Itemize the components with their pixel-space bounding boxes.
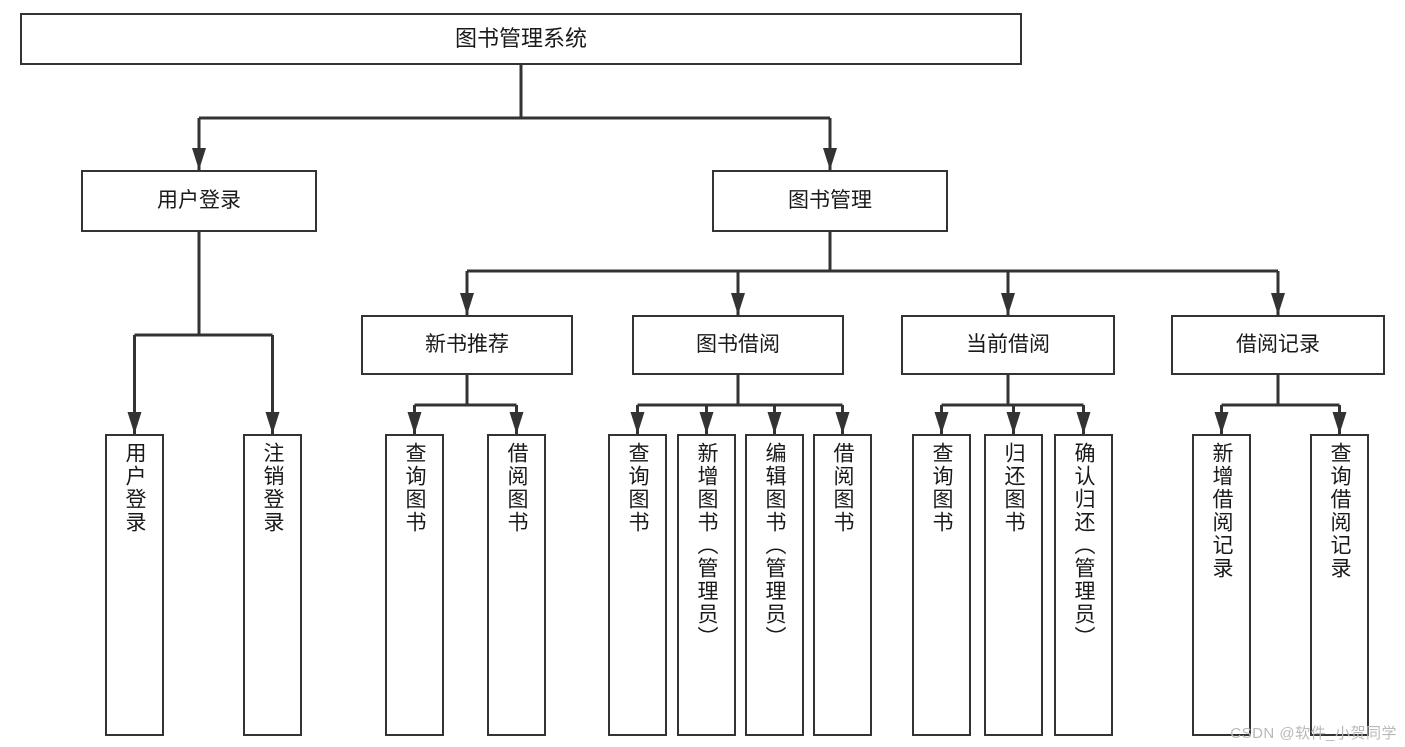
node-leaf_3[interactable]: 查询图书 <box>385 434 444 736</box>
node-label-leaf_10: 归还图书 <box>1002 442 1025 534</box>
watermark: CSDN @软件_小贺同学 <box>1230 725 1397 742</box>
arrowhead-icon <box>630 412 645 434</box>
node-label-leaf_13: 查询借阅记录 <box>1328 442 1351 580</box>
node-leaf_12[interactable]: 新增借阅记录 <box>1192 434 1251 736</box>
node-label-l2_a: 新书推荐 <box>425 332 509 356</box>
node-label-root: 图书管理系统 <box>454 26 587 52</box>
node-leaf_9[interactable]: 查询图书 <box>912 434 971 736</box>
arrowhead-icon <box>1001 293 1015 315</box>
arrowhead-icon <box>460 293 474 315</box>
node-label-leaf_1: 用户登录 <box>123 442 146 534</box>
arrowhead-icon <box>265 412 280 434</box>
node-leaf_2[interactable]: 注销登录 <box>243 434 302 736</box>
arrowhead-icon <box>767 412 782 434</box>
node-leaf_5[interactable]: 查询图书 <box>608 434 667 736</box>
node-label-leaf_3: 查询图书 <box>403 442 426 534</box>
node-label-leaf_2: 注销登录 <box>261 442 284 534</box>
arrowhead-icon <box>509 412 524 434</box>
node-leaf_13[interactable]: 查询借阅记录 <box>1310 434 1369 736</box>
node-label-leaf_5: 查询图书 <box>626 442 649 534</box>
arrowhead-icon <box>1271 293 1285 315</box>
node-label-leaf_8: 借阅图书 <box>831 442 854 534</box>
node-leaf_11[interactable]: 确认归还（管理员） <box>1054 434 1113 736</box>
node-label-leaf_9: 查询图书 <box>930 442 953 534</box>
node-leaf_1[interactable]: 用户登录 <box>105 434 164 736</box>
node-l1_b[interactable]: 图书管理 <box>712 170 948 232</box>
arrowhead-icon <box>731 293 745 315</box>
node-leaf_8[interactable]: 借阅图书 <box>813 434 872 736</box>
arrowhead-icon <box>192 148 206 170</box>
node-label-l2_c: 当前借阅 <box>966 332 1050 356</box>
arrowhead-icon <box>1076 412 1091 434</box>
node-leaf_4[interactable]: 借阅图书 <box>487 434 546 736</box>
node-label-leaf_11: 确认归还（管理员） <box>1072 442 1095 649</box>
node-leaf_10[interactable]: 归还图书 <box>984 434 1043 736</box>
node-l2_c[interactable]: 当前借阅 <box>901 315 1115 375</box>
arrowhead-icon <box>835 412 850 434</box>
node-l1_a[interactable]: 用户登录 <box>81 170 317 232</box>
node-l2_a[interactable]: 新书推荐 <box>361 315 573 375</box>
arrowhead-icon <box>407 412 422 434</box>
node-l2_d[interactable]: 借阅记录 <box>1171 315 1385 375</box>
node-leaf_6[interactable]: 新增图书（管理员） <box>677 434 736 736</box>
node-leaf_7[interactable]: 编辑图书（管理员） <box>745 434 804 736</box>
node-label-leaf_4: 借阅图书 <box>505 442 528 534</box>
node-root[interactable]: 图书管理系统 <box>20 13 1022 65</box>
node-label-leaf_6: 新增图书（管理员） <box>695 442 718 649</box>
arrowhead-icon <box>699 412 714 434</box>
node-label-l1_b: 图书管理 <box>788 188 872 212</box>
arrowhead-icon <box>934 412 949 434</box>
node-label-l1_a: 用户登录 <box>157 188 241 212</box>
arrowhead-icon <box>1332 412 1347 434</box>
node-label-leaf_7: 编辑图书（管理员） <box>763 442 786 649</box>
arrowhead-icon <box>1006 412 1021 434</box>
node-l2_b[interactable]: 图书借阅 <box>632 315 844 375</box>
arrowhead-icon <box>823 148 837 170</box>
node-label-l2_d: 借阅记录 <box>1236 332 1320 356</box>
node-label-leaf_12: 新增借阅记录 <box>1210 442 1233 580</box>
arrowhead-icon <box>127 412 142 434</box>
node-label-l2_b: 图书借阅 <box>696 332 780 356</box>
arrowhead-icon <box>1214 412 1229 434</box>
